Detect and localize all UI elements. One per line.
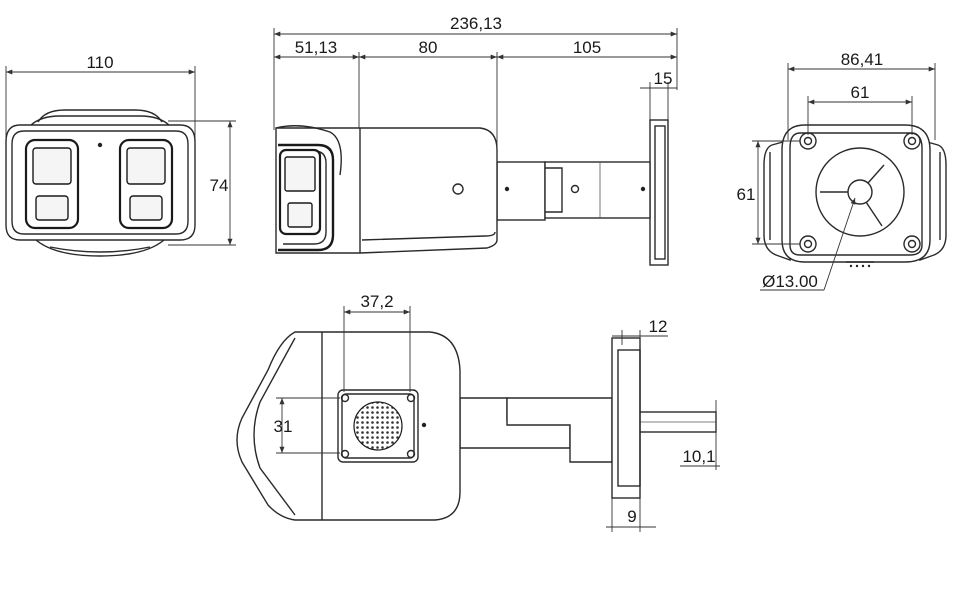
- dim-side-overall-length: 236,13: [273, 14, 678, 130]
- dim-label-plate-thickness: 15: [654, 69, 673, 88]
- dim-label-arm-diameter: 10,1: [682, 447, 715, 466]
- bottom-mount-arm: [459, 337, 717, 499]
- side-wall-plate: [649, 119, 669, 266]
- dim-label-connector-height: 31: [274, 417, 293, 436]
- dim-label-hole-spacing-v: 61: [737, 185, 756, 204]
- dim-bottom-arm-diameter: 10,1: [680, 400, 720, 470]
- dim-front-height: 74: [168, 120, 236, 246]
- side-mount-arm: [496, 161, 651, 221]
- front-lens-module-left: [24, 138, 80, 230]
- bottom-connector-panel: [337, 389, 419, 463]
- bottom-view: 37,2 31 12 10,1 9: [236, 292, 720, 532]
- dim-label-connector-width: 37,2: [360, 292, 393, 311]
- front-lens-module-right: [118, 138, 174, 230]
- dim-bottom-connector-width: 37,2: [343, 292, 411, 392]
- dim-label-cable-hole: Ø13.00: [762, 272, 818, 291]
- dim-label-overall-length: 236,13: [450, 14, 502, 33]
- dim-side-plate-thickness: 15: [640, 69, 677, 120]
- dim-bottom-plate-offset: 9: [606, 498, 656, 532]
- dim-label-bracket-section: 105: [573, 38, 601, 57]
- dim-label-plate-offset: 9: [627, 507, 636, 526]
- dim-label-body-section: 80: [419, 38, 438, 57]
- back-plate: [763, 124, 947, 268]
- dim-label-bottom-plate-thickness: 12: [649, 317, 668, 336]
- front-view: 110 74: [5, 53, 236, 257]
- dim-side-segments: 51,13 80 105: [274, 38, 677, 162]
- side-camera-body: [275, 125, 498, 254]
- dim-bottom-connector-height: 31: [274, 397, 340, 454]
- side-lens-module: [278, 148, 322, 236]
- dim-front-width: 110: [5, 53, 196, 138]
- back-view: 86,41 61 61 Ø13.00: [737, 50, 947, 291]
- dim-label-plate-width: 86,41: [841, 50, 884, 69]
- dim-label-front-width: 110: [86, 53, 113, 72]
- dim-back-hole-spacing-h: 61: [807, 83, 913, 135]
- dim-back-plate-width: 86,41: [787, 50, 936, 140]
- dim-back-hole-spacing-v: 61: [737, 140, 800, 245]
- dim-label-hole-spacing-h: 61: [851, 83, 870, 102]
- dim-back-cable-hole: Ø13.00: [760, 197, 856, 291]
- side-view: 236,13 51,13 80 105 15: [273, 14, 678, 266]
- dim-bottom-plate-thickness: 12: [612, 317, 668, 345]
- dim-label-front-section: 51,13: [295, 38, 338, 57]
- dim-label-front-height: 74: [210, 176, 229, 195]
